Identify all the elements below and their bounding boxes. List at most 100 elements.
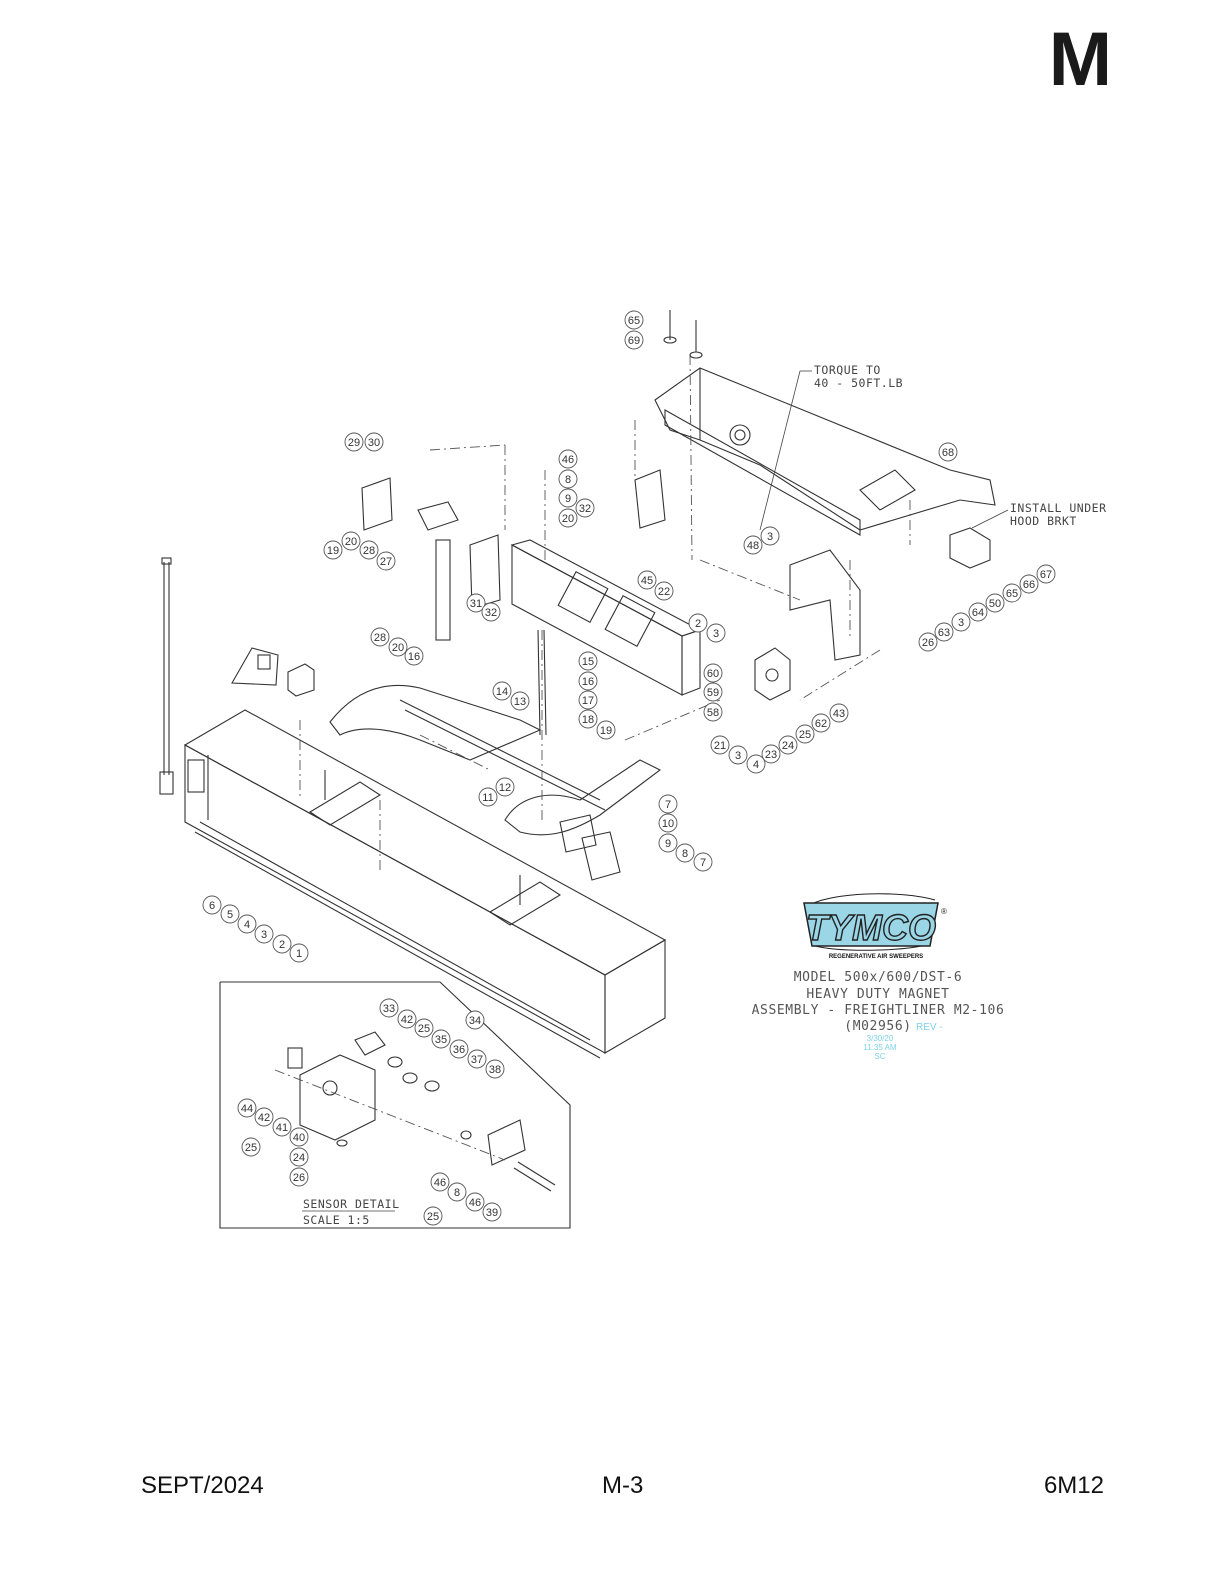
callout-bubble: 32 xyxy=(575,498,595,518)
callout-bubble: 24 xyxy=(778,735,798,755)
callout-bubble: 28 xyxy=(359,540,379,560)
callout-number: 18 xyxy=(582,714,594,726)
callout-number: 31 xyxy=(470,598,482,610)
callout-circle xyxy=(778,735,798,755)
callout-circle xyxy=(688,613,708,633)
callout-bubble: 24 xyxy=(289,1147,309,1167)
callout-bubble: 2 xyxy=(688,613,708,633)
lift-cylinder xyxy=(361,477,501,641)
callout-bubble: 3 xyxy=(951,612,971,632)
callout-circle xyxy=(289,1127,309,1147)
callout-number: 68 xyxy=(942,447,954,459)
callout-bubble: 1 xyxy=(289,943,309,963)
logo-registered: ® xyxy=(941,907,947,916)
callout-bubble: 65 xyxy=(624,310,644,330)
callout-circle xyxy=(1002,583,1022,603)
callout-bubble: 3 xyxy=(706,623,726,643)
callout-circle xyxy=(578,709,598,729)
torque-note: TORQUE TO 40 - 50FT.LB xyxy=(759,363,903,531)
callout-circle xyxy=(254,1107,274,1127)
callout-number: 34 xyxy=(469,1015,481,1027)
callout-circle xyxy=(430,1172,450,1192)
callout-number: 33 xyxy=(383,1003,395,1015)
callout-bubble: 46 xyxy=(558,449,578,469)
sensor-detail-frame xyxy=(219,981,571,1229)
callout-bubble: 25 xyxy=(423,1206,443,1226)
callout-circle xyxy=(423,1206,443,1226)
callout-circle xyxy=(703,682,723,702)
callout-number: 16 xyxy=(408,651,420,663)
callout-number: 3 xyxy=(958,617,964,629)
callout-circle xyxy=(558,508,578,528)
callout-bubble: 7 xyxy=(658,794,678,814)
callout-number: 7 xyxy=(700,857,706,869)
callout-circle xyxy=(637,570,657,590)
callout-bubble: 13 xyxy=(510,691,530,711)
callout-number: 35 xyxy=(435,1034,447,1046)
callout-bubble: 2 xyxy=(272,934,292,954)
callout-number: 39 xyxy=(486,1207,498,1219)
callout-bubble: 12 xyxy=(495,777,515,797)
callout-circle xyxy=(968,602,988,622)
callout-bubble: 59 xyxy=(703,682,723,702)
magnet-box xyxy=(183,709,667,1059)
callout-bubble: 27 xyxy=(376,551,396,571)
install-note-line1: INSTALL UNDER xyxy=(1010,501,1107,515)
callout-bubble: 35 xyxy=(431,1029,451,1049)
callout-bubble: 6 xyxy=(202,895,222,915)
callout-bubble: 29 xyxy=(344,432,364,452)
callout-number: 65 xyxy=(1006,588,1018,600)
callout-number: 11 xyxy=(482,792,493,804)
callout-bubble: 25 xyxy=(241,1137,261,1157)
callout-circle xyxy=(431,1029,451,1049)
callout-circle xyxy=(596,720,616,740)
callout-circle xyxy=(703,663,723,683)
callout-number: 2 xyxy=(279,939,285,951)
callout-number: 19 xyxy=(600,725,612,737)
callout-circle xyxy=(703,702,723,722)
chain xyxy=(537,629,547,736)
callout-number: 6 xyxy=(209,900,215,912)
callout-circle xyxy=(746,754,766,774)
section-letter: M xyxy=(1048,17,1112,102)
callout-number: 19 xyxy=(327,545,339,557)
callout-circle xyxy=(693,852,713,872)
callout-circle xyxy=(934,622,954,642)
callout-number: 20 xyxy=(562,513,574,525)
callout-number: 1 xyxy=(296,948,302,960)
callout-number: 14 xyxy=(496,686,508,698)
callout-bubble: 33 xyxy=(379,998,399,1018)
callout-circle xyxy=(485,1059,505,1079)
callout-number: 10 xyxy=(662,818,674,830)
mount-bracket-left xyxy=(231,647,315,697)
callout-number: 27 xyxy=(380,556,392,568)
callout-bubble: 60 xyxy=(703,663,723,683)
callout-circle xyxy=(658,794,678,814)
callout-circle xyxy=(728,745,748,765)
callout-bubble: 8 xyxy=(447,1182,467,1202)
tymco-logo: TYMCO ® REGENERATIVE AIR SWEEPERS xyxy=(803,893,947,960)
callout-circle xyxy=(376,551,396,571)
callout-circle xyxy=(658,833,678,853)
callout-bubble: 21 xyxy=(710,735,730,755)
callout-number: 12 xyxy=(499,782,511,794)
callout-bubble: 40 xyxy=(289,1127,309,1147)
callout-number: 20 xyxy=(345,536,357,548)
callout-bubble: 4 xyxy=(237,914,257,934)
callout-bubble: 32 xyxy=(481,602,501,622)
callout-circle xyxy=(743,535,763,555)
callout-circle xyxy=(654,581,674,601)
callout-circle xyxy=(481,602,501,622)
callout-bubble: 42 xyxy=(254,1107,274,1127)
callout-circle xyxy=(482,1202,502,1222)
stamp-time: 11:35 AM xyxy=(863,1043,897,1052)
install-note-line2: HOOD BRKT xyxy=(1010,514,1077,528)
callout-circle xyxy=(492,681,512,701)
stamp-date: 3/30/20 xyxy=(867,1034,894,1043)
callout-number: 3 xyxy=(261,929,267,941)
callout-number: 24 xyxy=(293,1152,305,1164)
callout-bubble: 20 xyxy=(558,508,578,528)
callout-number: 40 xyxy=(293,1132,305,1144)
callout-circle xyxy=(706,623,726,643)
callout-bubble: 69 xyxy=(624,330,644,350)
